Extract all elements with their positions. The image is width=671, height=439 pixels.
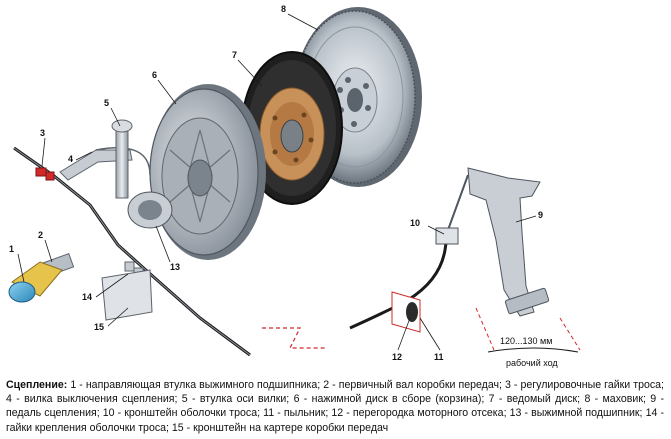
callout-6: 6 — [152, 70, 157, 80]
caption-heading: Сцепление: — [6, 379, 68, 391]
pressure-plate — [149, 84, 266, 260]
callout-3: 3 — [40, 128, 45, 138]
guide-bushing — [8, 261, 63, 303]
release-bearing — [127, 191, 173, 229]
callout-15: 15 — [94, 322, 104, 332]
callout-7: 7 — [232, 50, 237, 60]
adjusting-nuts — [35, 167, 55, 181]
callout-5: 5 — [104, 98, 109, 108]
gearbox-bracket — [101, 269, 153, 321]
sheath-bracket — [435, 227, 459, 245]
clutch-pedal — [447, 167, 550, 317]
callout-13: 13 — [170, 262, 180, 272]
caption: Сцепление: 1 - направляющая втулка выжим… — [6, 378, 664, 435]
callout-9: 9 — [538, 210, 543, 220]
fork-axis-bushing — [111, 119, 133, 199]
callout-14: 14 — [82, 292, 92, 302]
pedal-travel-lines — [475, 307, 581, 351]
callout-1: 1 — [9, 244, 14, 254]
leader-lines — [17, 13, 537, 351]
callout-8: 8 — [281, 4, 286, 14]
release-fork — [59, 147, 151, 181]
callout-12: 12 — [392, 352, 402, 362]
cable-break-marker — [262, 327, 325, 349]
callout-2: 2 — [38, 230, 43, 240]
travel-arc — [487, 347, 579, 353]
clutch-diagram: 1 2 3 4 5 6 7 8 9 10 11 12 13 14 15 120.… — [8, 4, 581, 368]
travel-dimension: 120...130 мм — [500, 336, 552, 346]
callout-4: 4 — [68, 154, 73, 164]
callout-11: 11 — [434, 352, 444, 362]
dust-boot — [406, 302, 418, 322]
travel-label: рабочий ход — [506, 358, 558, 368]
callout-10: 10 — [410, 218, 420, 228]
driven-disc — [241, 51, 343, 205]
caption-body: 1 - направляющая втулка выжимного подшип… — [6, 379, 664, 434]
